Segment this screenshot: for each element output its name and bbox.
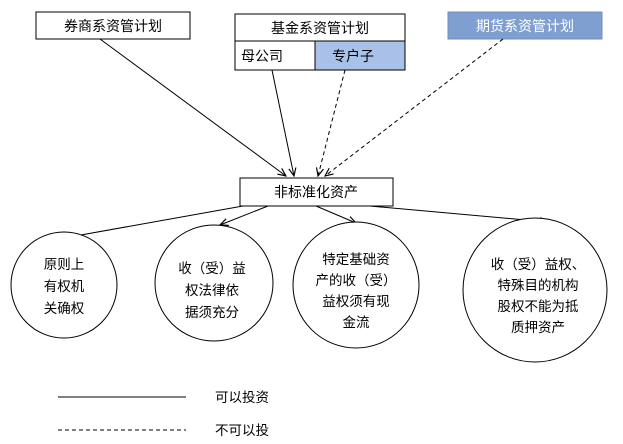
fund-parent-company-box: 母公司 [234, 40, 316, 71]
fund-special-account-label: 专户子 [332, 48, 374, 65]
condition-4-line-2: 特殊目的机构 [498, 278, 579, 294]
condition-2-line-1: 收（受）益 [178, 261, 246, 277]
condition-1-line-1: 原则上 [44, 257, 85, 273]
futures-to-nonstandard-dashed-arrow [325, 38, 504, 176]
condition-circle-1: 原则上 有权机 关确权 [10, 231, 118, 339]
condition-1-line-2: 有权机 [44, 278, 85, 295]
condition-2-line-2: 权法律依 [185, 282, 239, 299]
fund-special-to-nonstandard-dashed-arrow [318, 69, 346, 176]
condition-4-line-3: 股权不能为抵 [498, 298, 579, 315]
condition-1-line-3: 关确权 [44, 300, 85, 317]
condition-4-line-1: 收（受）益权、 [491, 256, 586, 273]
condition-3-line-2: 产的收（受） [316, 273, 397, 289]
nonstandard-assets-label: 非标准化资产 [274, 185, 358, 201]
securities-to-nonstandard-arrow [99, 38, 286, 176]
fund-special-account-box: 专户子 [314, 40, 406, 71]
nonstandard-to-condition-1-arrow [64, 205, 244, 238]
condition-circle-4: 收（受）益权、 特殊目的机构 股权不能为抵 质押资产 [462, 217, 608, 363]
condition-3-line-4: 金流 [343, 315, 370, 331]
futures-plan-box: 期货系资管计划 [447, 11, 603, 40]
nonstandard-to-condition-4-arrow [369, 205, 548, 222]
condition-3-line-3: 益权须有现 [322, 293, 390, 310]
fund-plan-box: 基金系资管计划 [234, 13, 406, 42]
futures-plan-label: 期货系资管计划 [476, 18, 574, 35]
legend-solid-label: 可以投资 [215, 390, 269, 406]
condition-4-line-4: 质押资产 [511, 320, 565, 336]
fund-to-nonstandard-arrow [271, 69, 294, 176]
legend: 可以投资 不可以投 [58, 390, 269, 439]
legend-dashed-label: 不可以投 [215, 423, 269, 439]
condition-2-line-3: 据须充分 [185, 305, 239, 321]
condition-circle-3: 特定基础资 产的收（受） 益权须有现 金流 [292, 221, 420, 349]
fund-parent-company-label: 母公司 [241, 49, 283, 65]
nonstandard-to-condition-2-arrow [220, 205, 269, 225]
securities-plan-box: 券商系资管计划 [35, 11, 191, 40]
fund-plan-label: 基金系资管计划 [271, 20, 369, 37]
securities-plan-label: 券商系资管计划 [64, 19, 162, 35]
condition-circle-2: 收（受）益 权法律依 据须充分 [154, 224, 274, 342]
nonstandard-assets-box: 非标准化资产 [239, 177, 394, 207]
condition-3-line-1: 特定基础资 [322, 251, 390, 268]
nonstandard-to-condition-3-arrow [315, 205, 356, 223]
